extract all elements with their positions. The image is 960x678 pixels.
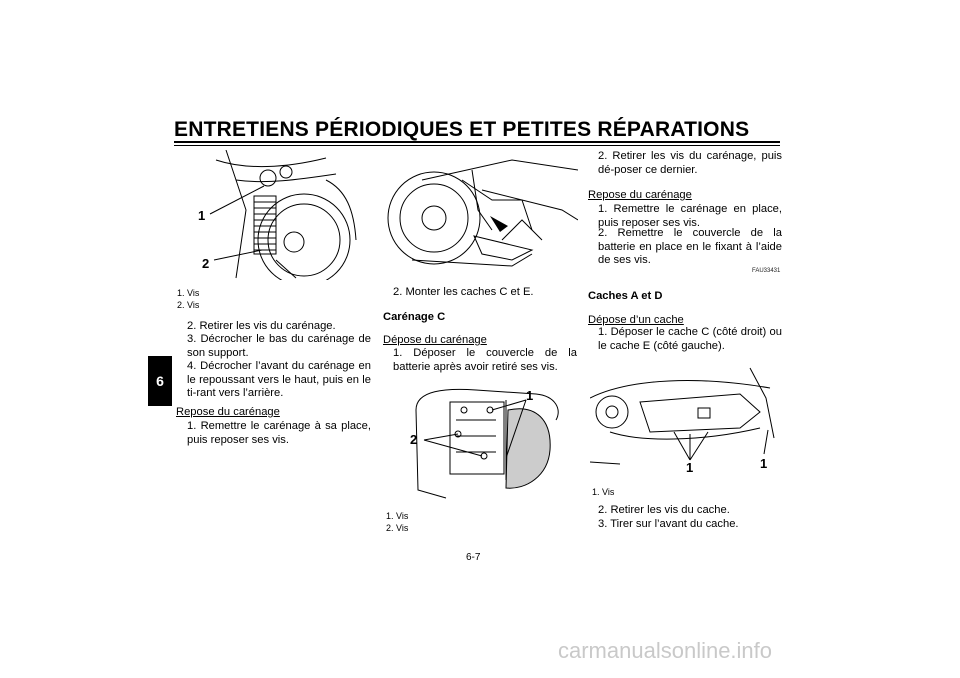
caption-2: 2. Vis bbox=[177, 300, 200, 310]
repose-step-2: 2. Remettre le couvercle de la batterie … bbox=[598, 227, 782, 267]
section-title-carenage-c: Carénage C bbox=[383, 311, 446, 323]
depose-heading: Dépose du carénage bbox=[383, 334, 487, 346]
depose-step-1: 1. Déposer le couvercle de la batterie a… bbox=[393, 347, 577, 373]
step-2: 2. Retirer les vis du cache. bbox=[598, 504, 730, 516]
repose-heading: Repose du carénage bbox=[176, 406, 280, 418]
callout-1: 1 bbox=[526, 388, 533, 403]
page-number: 6-7 bbox=[466, 552, 481, 563]
step-retirer-vis: 2. Retirer les vis du carénage, puis dé-… bbox=[598, 150, 782, 176]
header-rule-thin bbox=[174, 145, 780, 146]
caption-1: 1. Vis bbox=[386, 511, 409, 521]
page-title: ENTRETIENS PÉRIODIQUES ET PETITES RÉPARA… bbox=[174, 118, 750, 141]
header-rule bbox=[174, 141, 780, 143]
figure-right-illustration: 1 1 bbox=[590, 367, 775, 475]
step-3: 3. Tirer sur l’avant du cache. bbox=[598, 518, 739, 530]
repose-step-1: 1. Remettre le carénage à sa place, puis… bbox=[187, 420, 371, 446]
callout-1b: 1 bbox=[760, 456, 767, 471]
step-3: 3. Décrocher le bas du carénage de son s… bbox=[187, 333, 371, 359]
section-title-caches: Caches A et D bbox=[588, 290, 663, 302]
repose-step-1: 1. Remettre le carénage en place, puis r… bbox=[598, 203, 782, 229]
callout-1: 1 bbox=[198, 208, 205, 223]
depose-step-1: 1. Déposer le cache C (côté droit) ou le… bbox=[598, 326, 782, 352]
depose-heading: Dépose d’un cache bbox=[588, 314, 684, 326]
caption-2: 2. Vis bbox=[386, 523, 409, 533]
step-2: 2. Retirer les vis du carénage. bbox=[187, 320, 336, 332]
figure-middle-bottom-illustration: 1 2 bbox=[410, 388, 559, 499]
callout-2: 2 bbox=[202, 256, 209, 271]
callout-1: 1 bbox=[686, 460, 693, 475]
caption-1: 1. Vis bbox=[177, 288, 200, 298]
callout-2: 2 bbox=[410, 432, 417, 447]
step-monter: 2. Monter les caches C et E. bbox=[393, 286, 534, 298]
figure-middle-top-illustration bbox=[387, 159, 578, 267]
chapter-tab: 6 bbox=[148, 356, 172, 406]
caption-1: 1. Vis bbox=[592, 487, 615, 497]
reference-code: FAU33431 bbox=[752, 268, 781, 274]
watermark: carmanualsonline.info bbox=[558, 638, 773, 663]
repose-heading: Repose du carénage bbox=[588, 189, 692, 201]
step-4: 4. Décrocher l’avant du carénage en le r… bbox=[187, 360, 371, 400]
figure-left-illustration: 1 2 bbox=[198, 150, 357, 280]
